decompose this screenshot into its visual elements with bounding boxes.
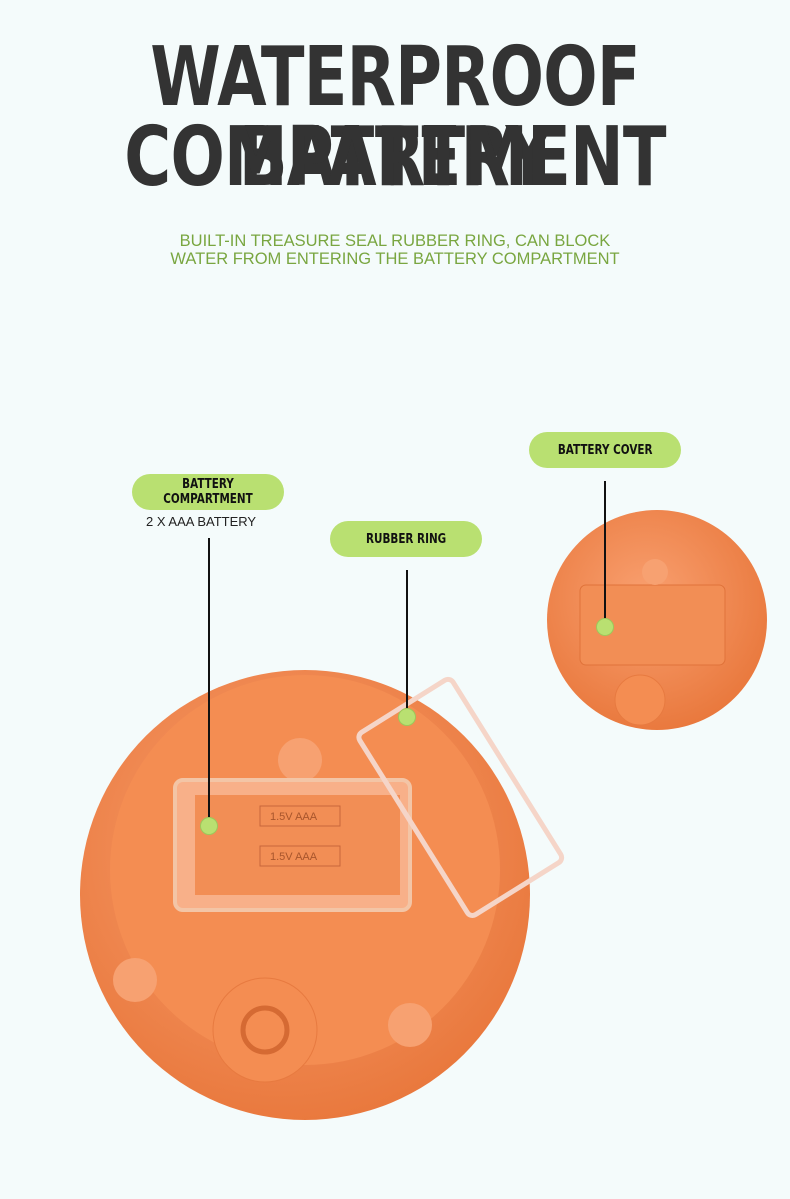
- device-main: 1.5V AAA 1.5V AAA: [80, 670, 565, 1120]
- battery-cover-label: BATTERY COVER: [529, 432, 681, 468]
- page-title-line1: WATERPROOF BATTERY: [150, 30, 640, 205]
- callout-dot: [596, 618, 614, 636]
- callout-line: [406, 570, 408, 715]
- rubber-ring-label: RUBBER RING: [330, 521, 482, 557]
- callout-line: [208, 538, 210, 825]
- battery-compartment-note: 2 X AAA BATTERY: [146, 514, 257, 529]
- battery-marking: 1.5V AAA: [270, 811, 318, 823]
- svg-text:1.5V AAA: 1.5V AAA: [270, 851, 318, 863]
- battery-compartment-label: BATTERY COMPARTMENT: [132, 474, 284, 510]
- callout-dot: [398, 708, 416, 726]
- subtitle-line1: BUILT-IN TREASURE SEAL RUBBER RING, CAN …: [179, 232, 611, 250]
- page-title-line2: COMPARTMENT: [124, 110, 666, 205]
- label-text: BATTERY COMPARTMENT: [163, 477, 253, 507]
- callout-line: [604, 481, 606, 626]
- label-text: RUBBER RING: [365, 531, 447, 547]
- callout-dot: [200, 817, 218, 835]
- battery-cover: [579, 584, 726, 666]
- rubber-ring-highlight: [356, 676, 565, 918]
- label-text: BATTERY COVER: [557, 442, 653, 458]
- subtitle-line2: WATER FROM ENTERING THE BATTERY COMPARTM…: [170, 250, 620, 268]
- device-inset: [547, 510, 767, 730]
- subtitle: BUILT-IN TREASURE SEAL RUBBER RING, CAN …: [0, 232, 790, 268]
